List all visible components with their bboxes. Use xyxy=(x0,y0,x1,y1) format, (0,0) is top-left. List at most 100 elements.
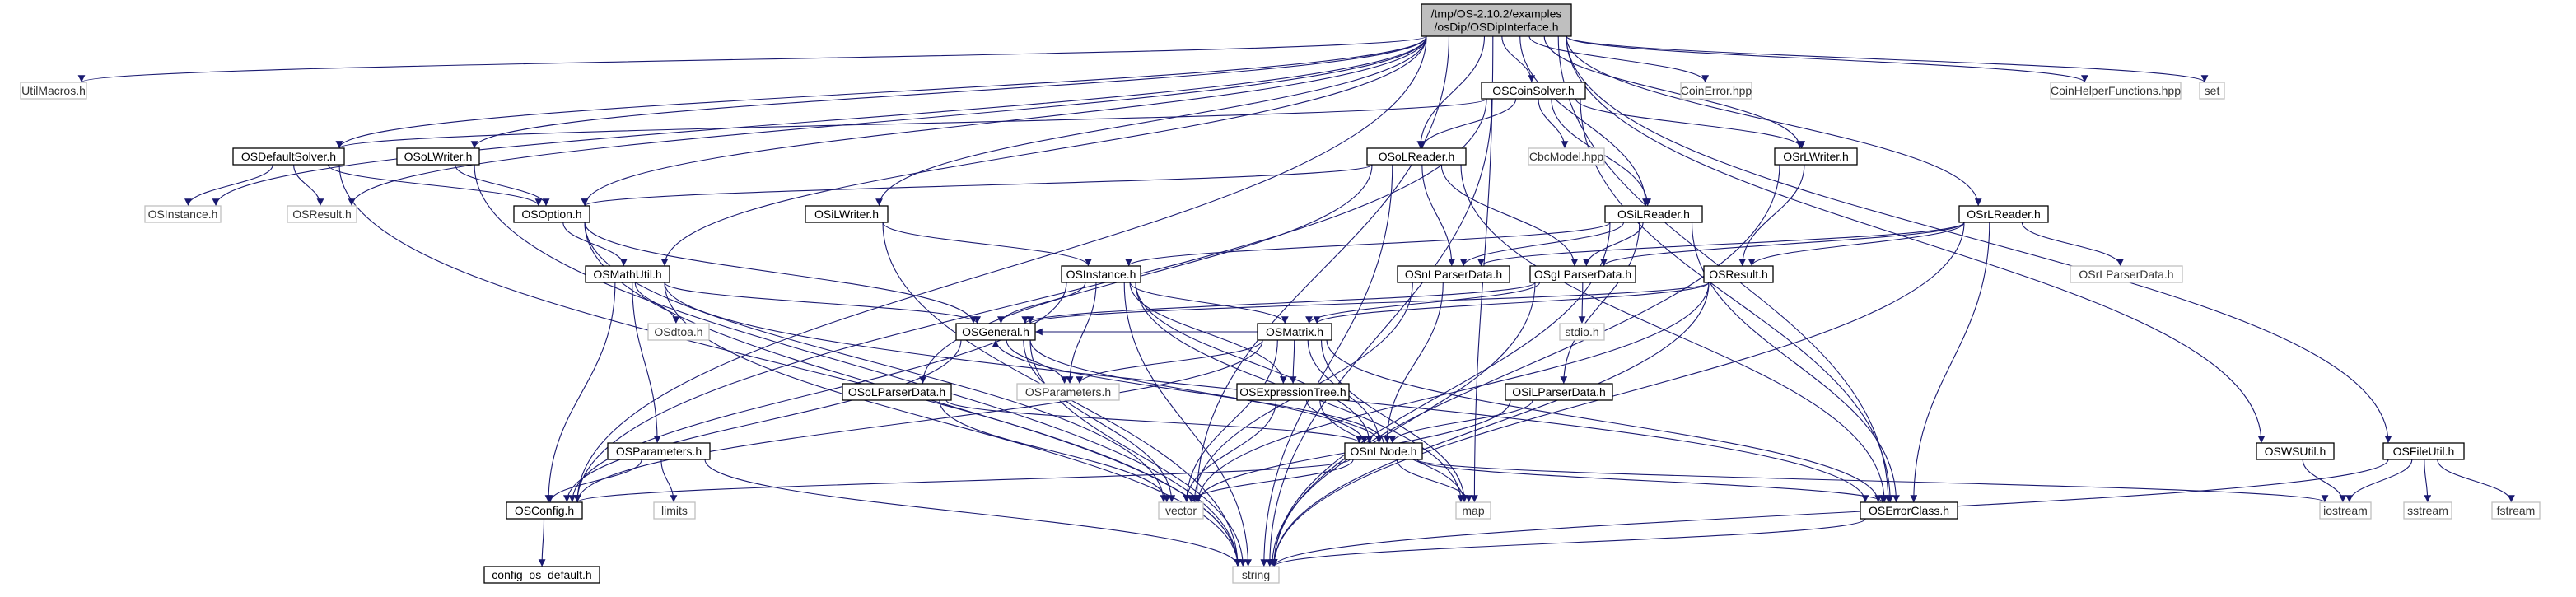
node-label: OSGeneral.h xyxy=(962,325,1029,338)
node-label: OSdtoa.h xyxy=(654,325,702,338)
edge-oslreader-to-osnlparserdata xyxy=(1421,164,1456,267)
node-osrlreader[interactable]: OSrLReader.h xyxy=(1958,205,2049,223)
node-label: OSFileUtil.h xyxy=(2393,445,2455,458)
node-label: OSDefaultSolver.h xyxy=(241,150,336,163)
edge-osexprtree-to-osnlnode xyxy=(1305,399,1383,444)
edge-osmathutil-to-osconfig xyxy=(544,282,616,503)
edge-osnlnode-to-oserrorclass xyxy=(1416,459,1887,503)
node-osnlnode[interactable]: OSnLNode.h xyxy=(1344,442,1423,460)
node-osilparserdata[interactable]: OSiLParserData.h xyxy=(1505,383,1613,401)
edge-osmathutil-to-osgeneral xyxy=(664,282,981,324)
node-label: OSoLWriter.h xyxy=(404,150,473,163)
edge-osdip-to-osrlreader xyxy=(1566,35,1982,207)
edge-osparameters-to-limits xyxy=(660,459,678,503)
node-osdip[interactable]: /tmp/OS-2.10.2/examples/osDip/OSDipInter… xyxy=(1421,3,1572,37)
node-label: OSnLParserData.h xyxy=(1405,268,1502,281)
node-label: OSMatrix.h xyxy=(1266,325,1323,338)
node-label: OSErrorClass.h xyxy=(1869,504,1949,517)
edge-osdip-to-vector xyxy=(1192,35,1450,503)
edge-osnlnode-to-osgeneral xyxy=(992,339,1384,444)
node-osfileutil[interactable]: OSFileUtil.h xyxy=(2382,442,2465,460)
edge-oswsutil-to-iostream xyxy=(2302,459,2347,503)
node-osresult[interactable]: OSResult.h xyxy=(1703,265,1774,283)
edge-defaultsolver-to-string xyxy=(338,164,1242,567)
edge-defaultsolver-to-osinstance_ext xyxy=(184,164,273,207)
node-map: map xyxy=(1455,501,1491,520)
edge-osdip-to-set xyxy=(1566,35,2209,83)
edge-oserrorclass-to-string xyxy=(1270,518,1866,567)
node-label: OSCoinSolver.h xyxy=(1492,84,1575,97)
edge-osilwriter-to-osinstance xyxy=(882,222,1092,267)
edge-osrlreader-to-osnlparserdata xyxy=(1477,222,1965,267)
node-coinerror: CoinError.hpp xyxy=(1680,82,1752,100)
node-osconfig[interactable]: OSConfig.h xyxy=(506,501,583,520)
node-osparameters[interactable]: OSParameters.h xyxy=(607,442,711,460)
edge-osdip-to-defaultsolver xyxy=(335,35,1427,149)
node-osgeneral[interactable]: OSGeneral.h xyxy=(955,323,1036,341)
edge-osdip-to-osconfig xyxy=(573,35,1427,503)
edge-oslreader-to-osolparserdata xyxy=(919,164,1373,385)
edge-coinsolver-to-string xyxy=(1266,98,1493,567)
edge-osolparserdata-to-osnlnode xyxy=(945,399,1363,444)
node-osolparserdata[interactable]: OSoLParserData.h xyxy=(842,383,952,401)
node-osilwriter[interactable]: OSiLWriter.h xyxy=(805,205,889,223)
node-label: CbcModel.hpp xyxy=(1529,150,1603,163)
node-osresult_ext: OSResult.h xyxy=(287,205,357,223)
node-label: OSResult.h xyxy=(292,208,352,221)
node-coinsolver[interactable]: OSCoinSolver.h xyxy=(1481,82,1586,100)
edge-osilreader-to-osgl xyxy=(1582,222,1644,267)
node-label: OSrLWriter.h xyxy=(1783,150,1849,163)
edge-osrlreader-to-osresult xyxy=(1748,222,1965,267)
edge-osfileutil-to-sstream xyxy=(2424,459,2432,503)
edge-coinsolver-to-cbcmodel xyxy=(1538,98,1569,149)
node-osnlparserdata[interactable]: OSnLParserData.h xyxy=(1397,265,1510,283)
edge-osdip-to-coinsolver xyxy=(1501,35,1536,83)
node-label: OSiLParserData.h xyxy=(1512,385,1606,399)
edge-osgeneral-to-osconfig xyxy=(563,339,962,503)
node-oswsutil[interactable]: OSWSUtil.h xyxy=(2256,442,2335,460)
edge-osinstance-to-osexprtree xyxy=(1129,282,1287,385)
edge-osparameters-to-string xyxy=(704,459,1242,567)
edge-osolparserdata-to-vector xyxy=(939,399,1171,503)
node-osrlwriter[interactable]: OSrLWriter.h xyxy=(1774,147,1858,166)
node-osgl[interactable]: OSgLParserData.h xyxy=(1529,265,1636,283)
node-set: set xyxy=(2199,82,2225,100)
edge-osfileutil-to-string xyxy=(1270,459,2389,567)
edge-osgl-to-osmatrix xyxy=(1305,282,1541,324)
edge-osparameters-to-osconfig xyxy=(546,459,642,503)
edge-osinstance-to-osconfig xyxy=(568,282,1067,503)
node-osmathutil[interactable]: OSMathUtil.h xyxy=(585,265,670,283)
node-osilreader[interactable]: OSiLReader.h xyxy=(1604,205,1703,223)
edge-osdip-to-osfileutil xyxy=(1566,35,2392,444)
node-defaultsolver[interactable]: OSDefaultSolver.h xyxy=(232,147,345,166)
edge-oslreader-to-osgl xyxy=(1440,164,1579,267)
node-label: OSiLReader.h xyxy=(1617,208,1690,221)
node-oslreader[interactable]: OSoLReader.h xyxy=(1366,147,1467,166)
edge-osmathutil-to-osparameters xyxy=(632,282,661,444)
node-layer: /tmp/OS-2.10.2/examples/osDip/OSDipInter… xyxy=(20,3,2541,584)
node-label: string xyxy=(1242,568,1270,581)
node-label: map xyxy=(1462,504,1484,517)
node-vector: vector xyxy=(1158,501,1204,520)
node-configdefault[interactable]: config_os_default.h xyxy=(483,566,600,584)
edge-osgeneral-to-osparameters_ext xyxy=(1006,339,1068,385)
node-oslwriter[interactable]: OSoLWriter.h xyxy=(396,147,480,166)
node-iostream: iostream xyxy=(2319,501,2372,520)
node-osexprtree[interactable]: OSExpressionTree.h xyxy=(1236,383,1350,401)
edge-osgl-to-stdio xyxy=(1578,282,1586,324)
node-osparameters_ext: OSParameters.h xyxy=(1016,383,1120,401)
node-osoption[interactable]: OSOption.h xyxy=(513,205,590,223)
node-label: OSParameters.h xyxy=(616,445,702,458)
node-label: /tmp/OS-2.10.2/examples xyxy=(1431,7,1562,21)
edge-oslwriter-to-osoption xyxy=(455,164,550,207)
node-osinstance[interactable]: OSInstance.h xyxy=(1061,265,1141,283)
node-label: vector xyxy=(1165,504,1197,517)
edge-osdip-to-osresult_ext xyxy=(348,35,1427,207)
edge-osmatrix-to-osconfig xyxy=(573,339,1263,503)
node-label: OSiLWriter.h xyxy=(814,208,879,221)
node-osmatrix[interactable]: OSMatrix.h xyxy=(1257,323,1332,341)
edge-osilreader-to-oserrorclass xyxy=(1691,222,1900,503)
node-label: sstream xyxy=(2407,504,2448,517)
node-oserrorclass[interactable]: OSErrorClass.h xyxy=(1860,501,1958,520)
edge-osdip-to-coinhelper xyxy=(1566,35,2088,83)
